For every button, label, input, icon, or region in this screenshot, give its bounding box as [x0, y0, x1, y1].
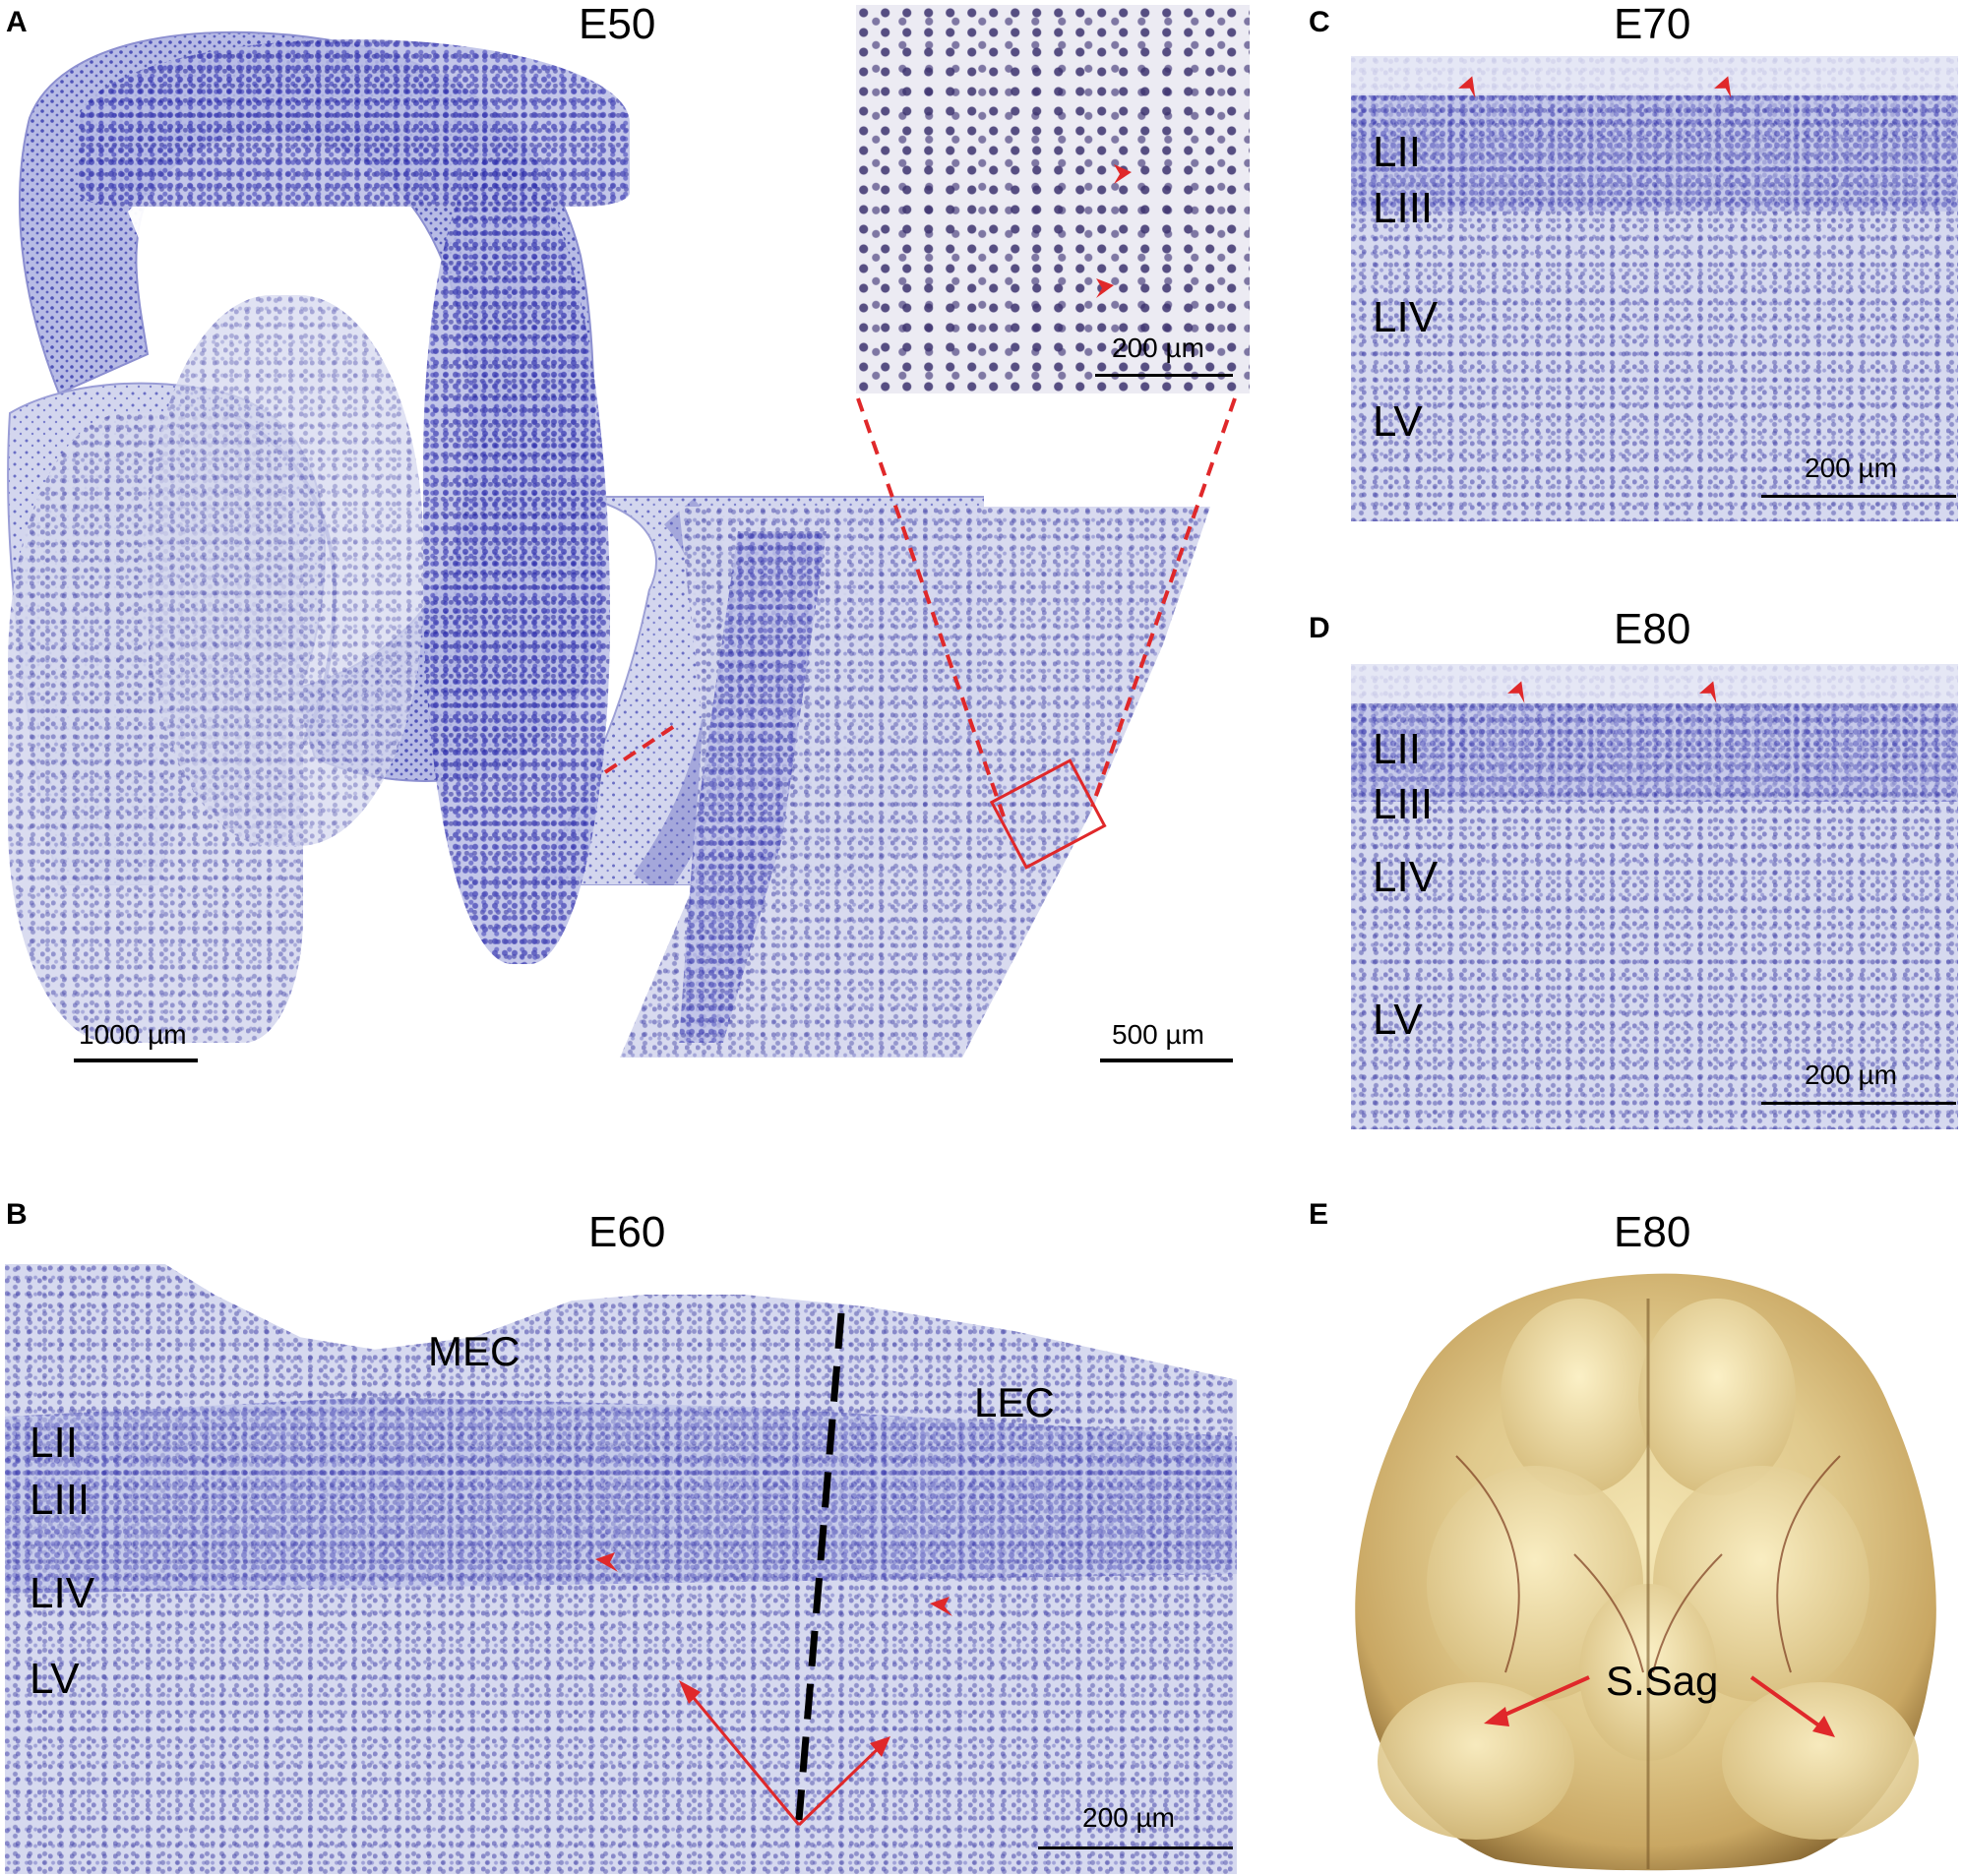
c-scale-text: 200 µm: [1805, 453, 1897, 483]
a-inset-scale-bar: [1095, 374, 1233, 377]
a-inset-arrowheads: [1096, 164, 1132, 298]
a-overview-scale-bar: [74, 1059, 198, 1062]
a-enlarged-scale-bar: [1100, 1059, 1233, 1062]
a-enlarged-scale-text: 500 µm: [1112, 1019, 1204, 1050]
b-layer-iii: LIII: [30, 1476, 91, 1524]
panel-e-letter: E: [1309, 1198, 1329, 1231]
b-layer-v: LV: [30, 1655, 80, 1703]
c-layer-iii: LIII: [1373, 184, 1434, 232]
b-region-lec: LEC: [974, 1379, 1055, 1425]
d-scale-text: 200 µm: [1805, 1059, 1897, 1090]
d-layer-v: LV: [1373, 996, 1423, 1044]
b-region-mec: MEC: [428, 1328, 521, 1374]
a-inset-scale-text: 200 µm: [1112, 333, 1204, 363]
c-layer-ii: LII: [1373, 128, 1421, 176]
b-layer-iv: LIV: [30, 1569, 95, 1617]
e-label-ssag: S.Sag: [1606, 1658, 1719, 1704]
d-arrowheads: [1507, 681, 1717, 703]
c-layer-v: LV: [1373, 397, 1423, 446]
b-scale-text: 200 µm: [1082, 1802, 1175, 1833]
panel-a-letter: A: [6, 6, 28, 38]
panel-e-title: E80: [1614, 1208, 1691, 1256]
c-arrowheads: [1458, 76, 1732, 98]
panel-d-title: E80: [1614, 605, 1691, 653]
e-brain-photo: [1355, 1273, 1936, 1871]
b-boundary-dashed-line: [795, 1312, 845, 1821]
b-scale-bar: [1038, 1846, 1233, 1849]
panel-a-title: E50: [579, 0, 656, 48]
d-layer-iv: LIV: [1373, 853, 1439, 901]
c-layer-iv: LIV: [1373, 293, 1439, 341]
a-overview-cortex-band: [79, 39, 630, 207]
a-overview-cortex-side: [423, 157, 610, 964]
b-dense-band: [5, 1397, 1237, 1594]
c-molecular-layer: [1351, 56, 1958, 95]
d-molecular-layer: [1351, 664, 1958, 703]
d-layer-ii-band: [1351, 703, 1958, 802]
b-annotations: [595, 1312, 952, 1827]
d-scale-bar: [1761, 1102, 1956, 1105]
a-overview-inner: [148, 295, 423, 846]
panel-d-letter: D: [1309, 612, 1330, 644]
panel-c-title: E70: [1614, 0, 1691, 48]
c-layer-ii-band: [1351, 93, 1958, 212]
a-overview-scale-text: 1000 µm: [79, 1019, 187, 1050]
panel-c-letter: C: [1309, 6, 1330, 38]
d-layer-iii: LIII: [1373, 780, 1434, 828]
a-inset-image: [856, 5, 1250, 393]
a-zoom-indicator: [856, 397, 1237, 870]
b-layer-ii: LII: [30, 1419, 78, 1467]
panel-b-letter: B: [6, 1198, 28, 1231]
panel-b-title: E60: [588, 1208, 666, 1256]
c-scale-bar: [1761, 495, 1956, 498]
d-layer-ii: LII: [1373, 725, 1421, 773]
